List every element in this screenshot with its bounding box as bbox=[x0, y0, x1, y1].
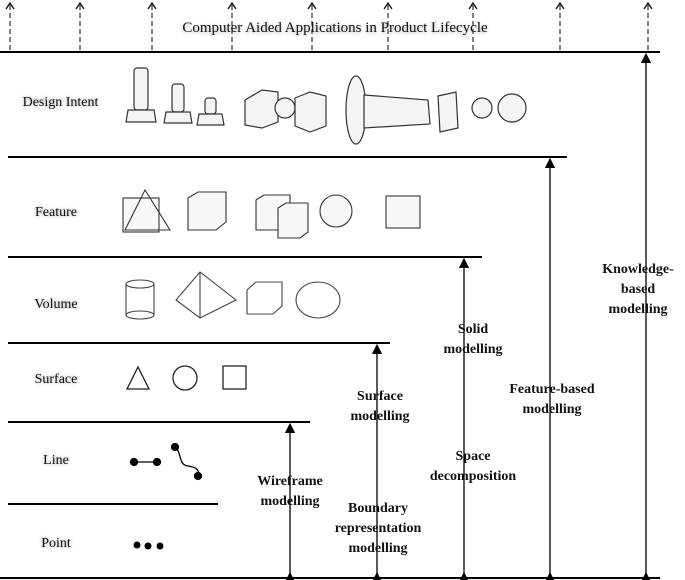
volume-drawings bbox=[125, 271, 341, 320]
level-design-intent: Design Intent bbox=[22, 95, 99, 110]
feature-drawings bbox=[122, 188, 421, 239]
surface-drawings bbox=[125, 365, 247, 391]
design-intent-drawings bbox=[125, 67, 527, 145]
diagram-title: Computer Aided Applications in Product L… bbox=[182, 20, 488, 36]
level-lines bbox=[0, 51, 660, 579]
level-point: Point bbox=[41, 536, 71, 551]
vertical-arrows bbox=[284, 52, 652, 580]
level-surface: Surface bbox=[34, 372, 78, 387]
level-volume: Volume bbox=[34, 297, 78, 312]
point-drawings bbox=[133, 541, 164, 550]
line-drawings bbox=[129, 442, 203, 481]
level-line: Line bbox=[43, 453, 69, 468]
level-feature: Feature bbox=[35, 205, 77, 220]
